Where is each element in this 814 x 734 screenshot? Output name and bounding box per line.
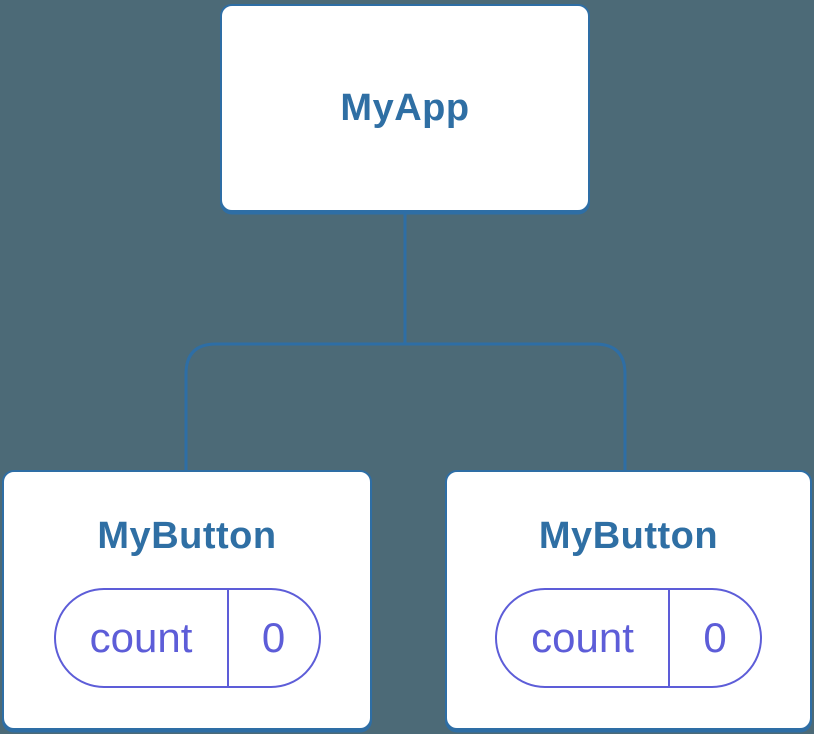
node-title-mybutton-right: MyButton <box>538 515 719 557</box>
state-value-right: 0 <box>703 614 727 661</box>
state-key-label-left: count <box>56 590 229 686</box>
state-pill-right: count 0 <box>495 588 762 688</box>
tree-node-mybutton-left: MyButton count 0 <box>2 470 372 730</box>
state-value-left: 0 <box>261 614 286 661</box>
tree-node-mybutton-right: MyButton count 0 <box>445 470 812 730</box>
node-title-mybutton-left: MyButton <box>97 515 277 557</box>
state-key-label-right: count <box>497 590 670 686</box>
node-title-myapp: MyApp <box>340 87 470 129</box>
tree-node-myapp: MyApp <box>220 4 590 212</box>
connector-branch <box>184 342 627 470</box>
state-pill-left: count 0 <box>53 588 321 688</box>
